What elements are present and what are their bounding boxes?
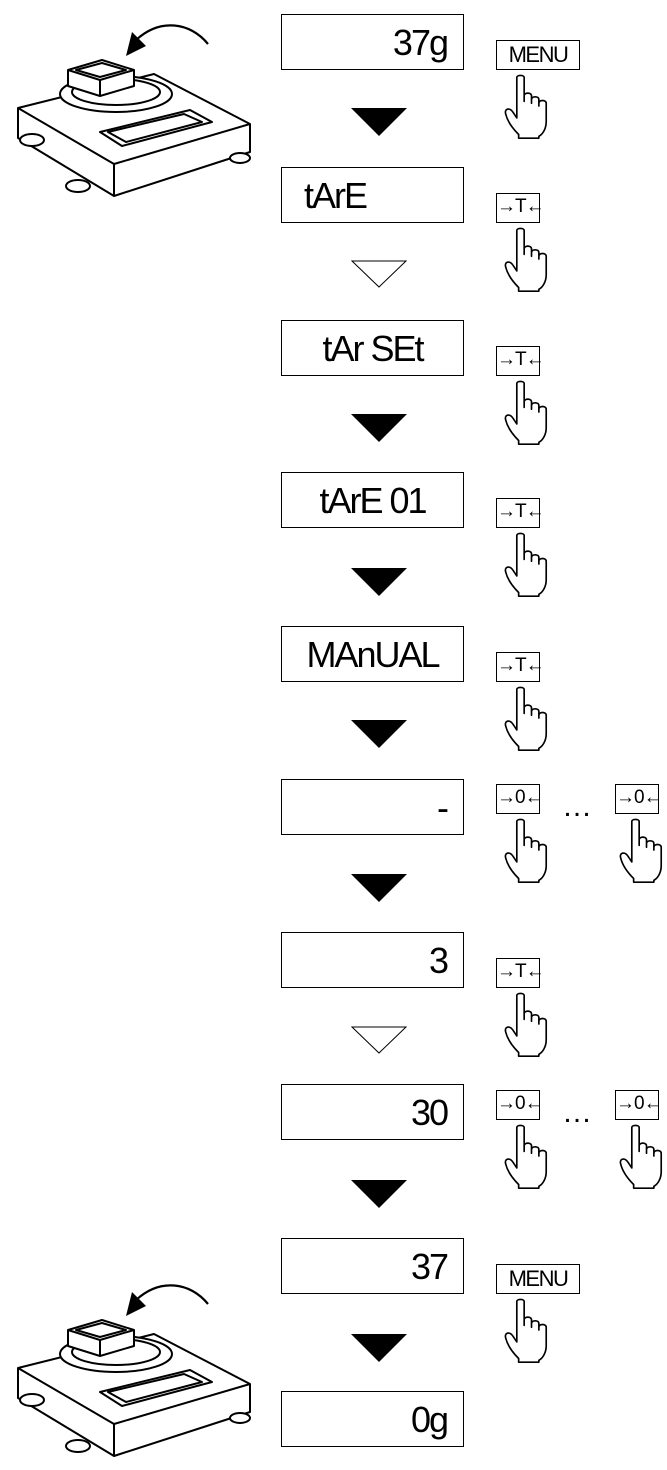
pointing-hand-icon [619, 818, 663, 883]
pointing-hand-icon [504, 1298, 548, 1363]
scale-display-step-9: 37 [281, 1238, 464, 1294]
balance-scale-icon [17, 24, 251, 197]
tare-key[interactable]: →T← [496, 498, 545, 528]
down-arrow-filled-icon [351, 720, 407, 748]
pointing-hand-icon [504, 227, 548, 292]
pointing-hand-icon [504, 818, 548, 883]
repeat-ellipsis: … [562, 1096, 593, 1129]
zero-key[interactable]: →0← [496, 1090, 544, 1120]
menu-key[interactable]: MENU [496, 40, 580, 70]
scale-display-step-7: 3 [281, 932, 464, 988]
scale-display-step-1: 37g [281, 14, 464, 70]
pointing-hand-icon [504, 532, 548, 597]
scale-display-step-5: MAnUAL [281, 626, 464, 682]
scale-display-step-10: 0g [281, 1391, 464, 1447]
pointing-hand-icon [504, 74, 548, 139]
zero-key[interactable]: →0← [615, 1090, 663, 1120]
tare-key[interactable]: →T← [496, 193, 545, 223]
scale-display-step-2: tArE [281, 167, 464, 223]
zero-key[interactable]: →0← [615, 784, 663, 814]
scale-display-step-6: - [281, 779, 464, 835]
scale-display-step-3: tAr SEt [281, 320, 464, 376]
pointing-hand-icon [504, 686, 548, 751]
pointing-hand-icon [504, 992, 548, 1057]
tare-key[interactable]: →T← [496, 652, 545, 682]
scale-display-step-4: tArE 01 [281, 472, 464, 528]
curved-arrow-icon [126, 1284, 209, 1316]
repeat-ellipsis: … [562, 790, 593, 823]
menu-key[interactable]: MENU [496, 1264, 580, 1294]
pointing-hand-icon [504, 1124, 548, 1189]
curved-arrow-icon [126, 24, 209, 56]
zero-key[interactable]: →0← [496, 784, 544, 814]
down-arrow-filled-icon [351, 874, 407, 902]
down-arrow-hollow-icon [351, 260, 407, 288]
down-arrow-filled-icon [351, 1180, 407, 1208]
balance-scale-icon [17, 1284, 251, 1457]
tare-key[interactable]: →T← [496, 346, 545, 376]
down-arrow-hollow-icon [351, 1026, 407, 1054]
pointing-hand-icon [504, 380, 548, 445]
down-arrow-filled-icon [351, 1334, 407, 1362]
down-arrow-filled-icon [351, 568, 407, 596]
tare-key[interactable]: →T← [496, 958, 545, 988]
down-arrow-filled-icon [351, 108, 407, 136]
scale-display-step-8: 30 [281, 1084, 464, 1140]
pointing-hand-icon [619, 1124, 663, 1189]
down-arrow-filled-icon [351, 414, 407, 442]
